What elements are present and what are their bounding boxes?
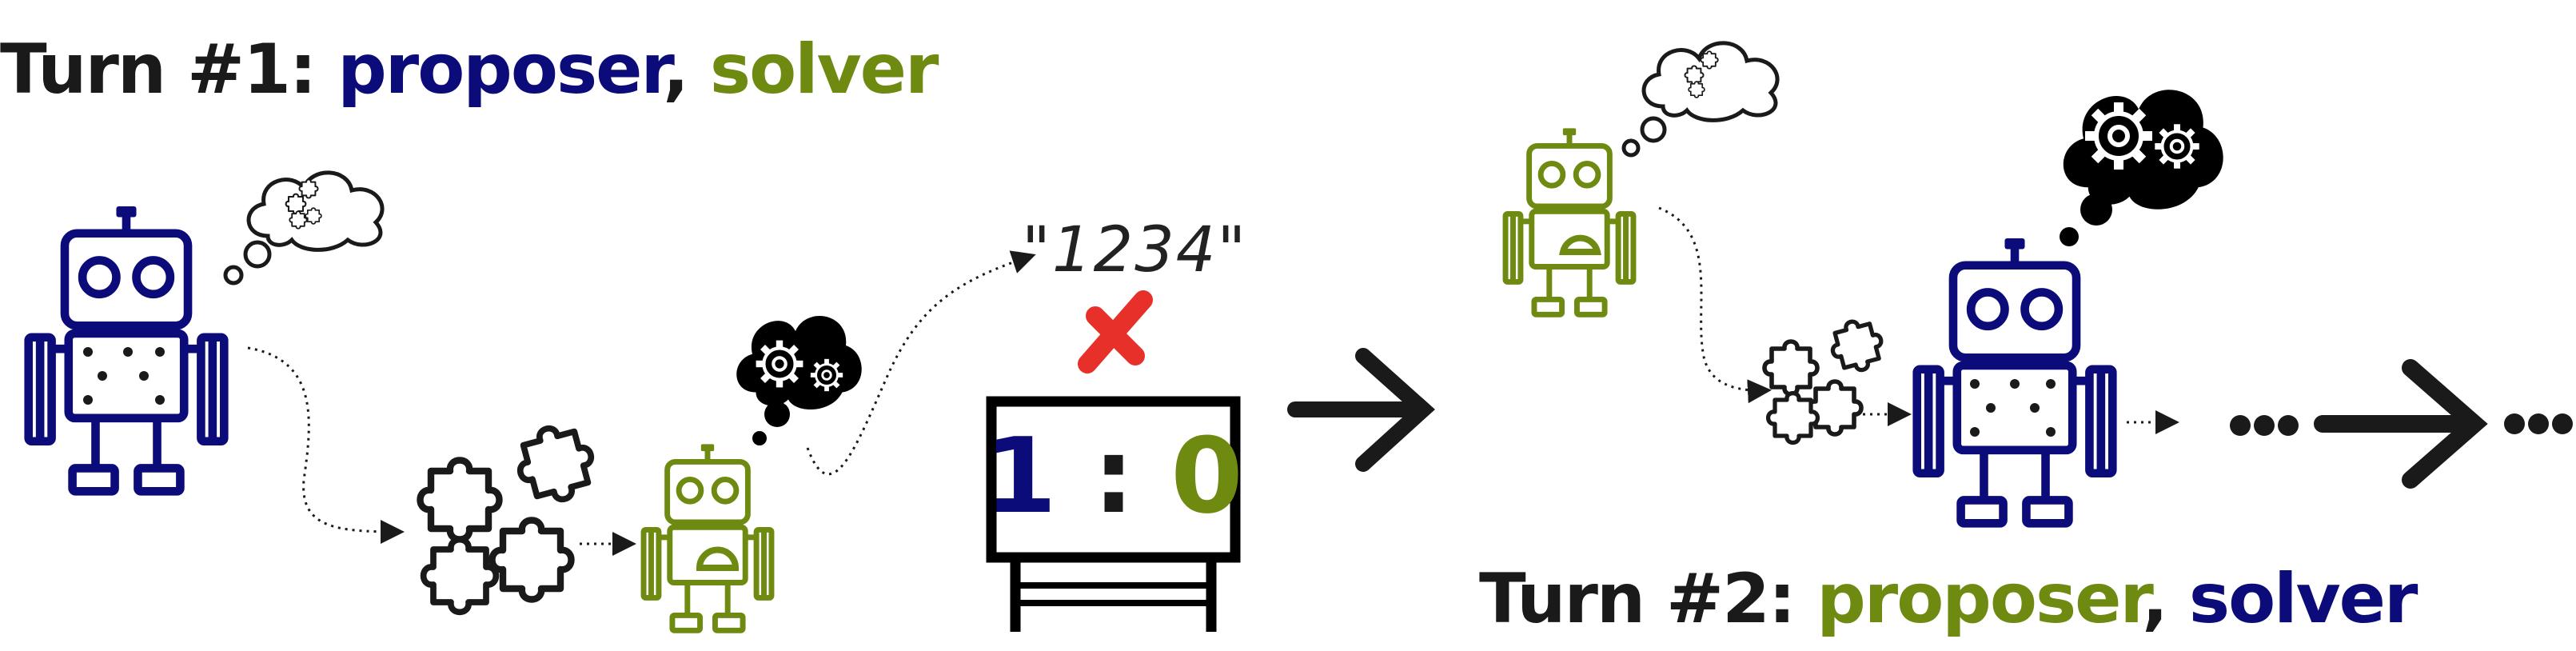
proposer-robot-icon bbox=[29, 206, 225, 491]
puzzle-pile-icon-2 bbox=[1765, 315, 1888, 442]
puzzle-pile-icon bbox=[421, 419, 600, 612]
scoreboard-score: 1 : 0 bbox=[982, 424, 1246, 528]
thought-cloud-icon bbox=[223, 173, 382, 286]
ellipsis-icon bbox=[2230, 415, 2299, 436]
solver-robot-icon bbox=[644, 444, 772, 630]
arrow-icon-2 bbox=[2314, 359, 2488, 489]
turn2-title: Turn #2: proposer, solver bbox=[1479, 565, 2418, 633]
score-left: 1 bbox=[984, 415, 1057, 537]
flow-arrow bbox=[247, 346, 405, 544]
puzzle-icon bbox=[1684, 65, 1705, 86]
puzzle-icon bbox=[289, 210, 308, 230]
turn1-solver: solver bbox=[709, 30, 939, 110]
flow-arrow bbox=[1658, 206, 1772, 404]
turn1-comma: , bbox=[663, 30, 710, 110]
puzzle-icon bbox=[285, 193, 307, 215]
solver-robot-icon-2 bbox=[1917, 238, 2113, 523]
gears-icon-2 bbox=[2060, 90, 2223, 246]
puzzle-icon bbox=[305, 207, 322, 225]
turn1-title: Turn #1: proposer, solver bbox=[0, 35, 939, 104]
thought-cloud-icon-2 bbox=[1621, 43, 1777, 158]
turn2-solver: solver bbox=[2188, 559, 2418, 639]
turn1-prefix: Turn #1: bbox=[0, 30, 338, 110]
score-right: 0 bbox=[1170, 415, 1243, 537]
puzzle-icon bbox=[1688, 81, 1705, 98]
arrow-icon bbox=[1287, 348, 1435, 472]
ellipsis-icon-2 bbox=[2504, 413, 2573, 434]
flow-arrow bbox=[806, 250, 1036, 476]
cross-icon bbox=[1078, 290, 1153, 373]
proposer-robot-icon-2 bbox=[1505, 128, 1633, 314]
turn2-comma: , bbox=[2142, 559, 2189, 639]
gears-icon bbox=[736, 316, 862, 445]
score-separator: : bbox=[1056, 415, 1171, 537]
turn1-proposer: proposer bbox=[337, 30, 664, 110]
puzzle-icon bbox=[1700, 50, 1719, 70]
scoreboard-icon bbox=[986, 396, 1241, 632]
solver-guess: "1234" bbox=[1022, 214, 1248, 286]
turn2-prefix: Turn #2: bbox=[1479, 559, 1817, 639]
turn2-proposer: proposer bbox=[1816, 559, 2143, 639]
puzzle-icon bbox=[298, 178, 319, 199]
